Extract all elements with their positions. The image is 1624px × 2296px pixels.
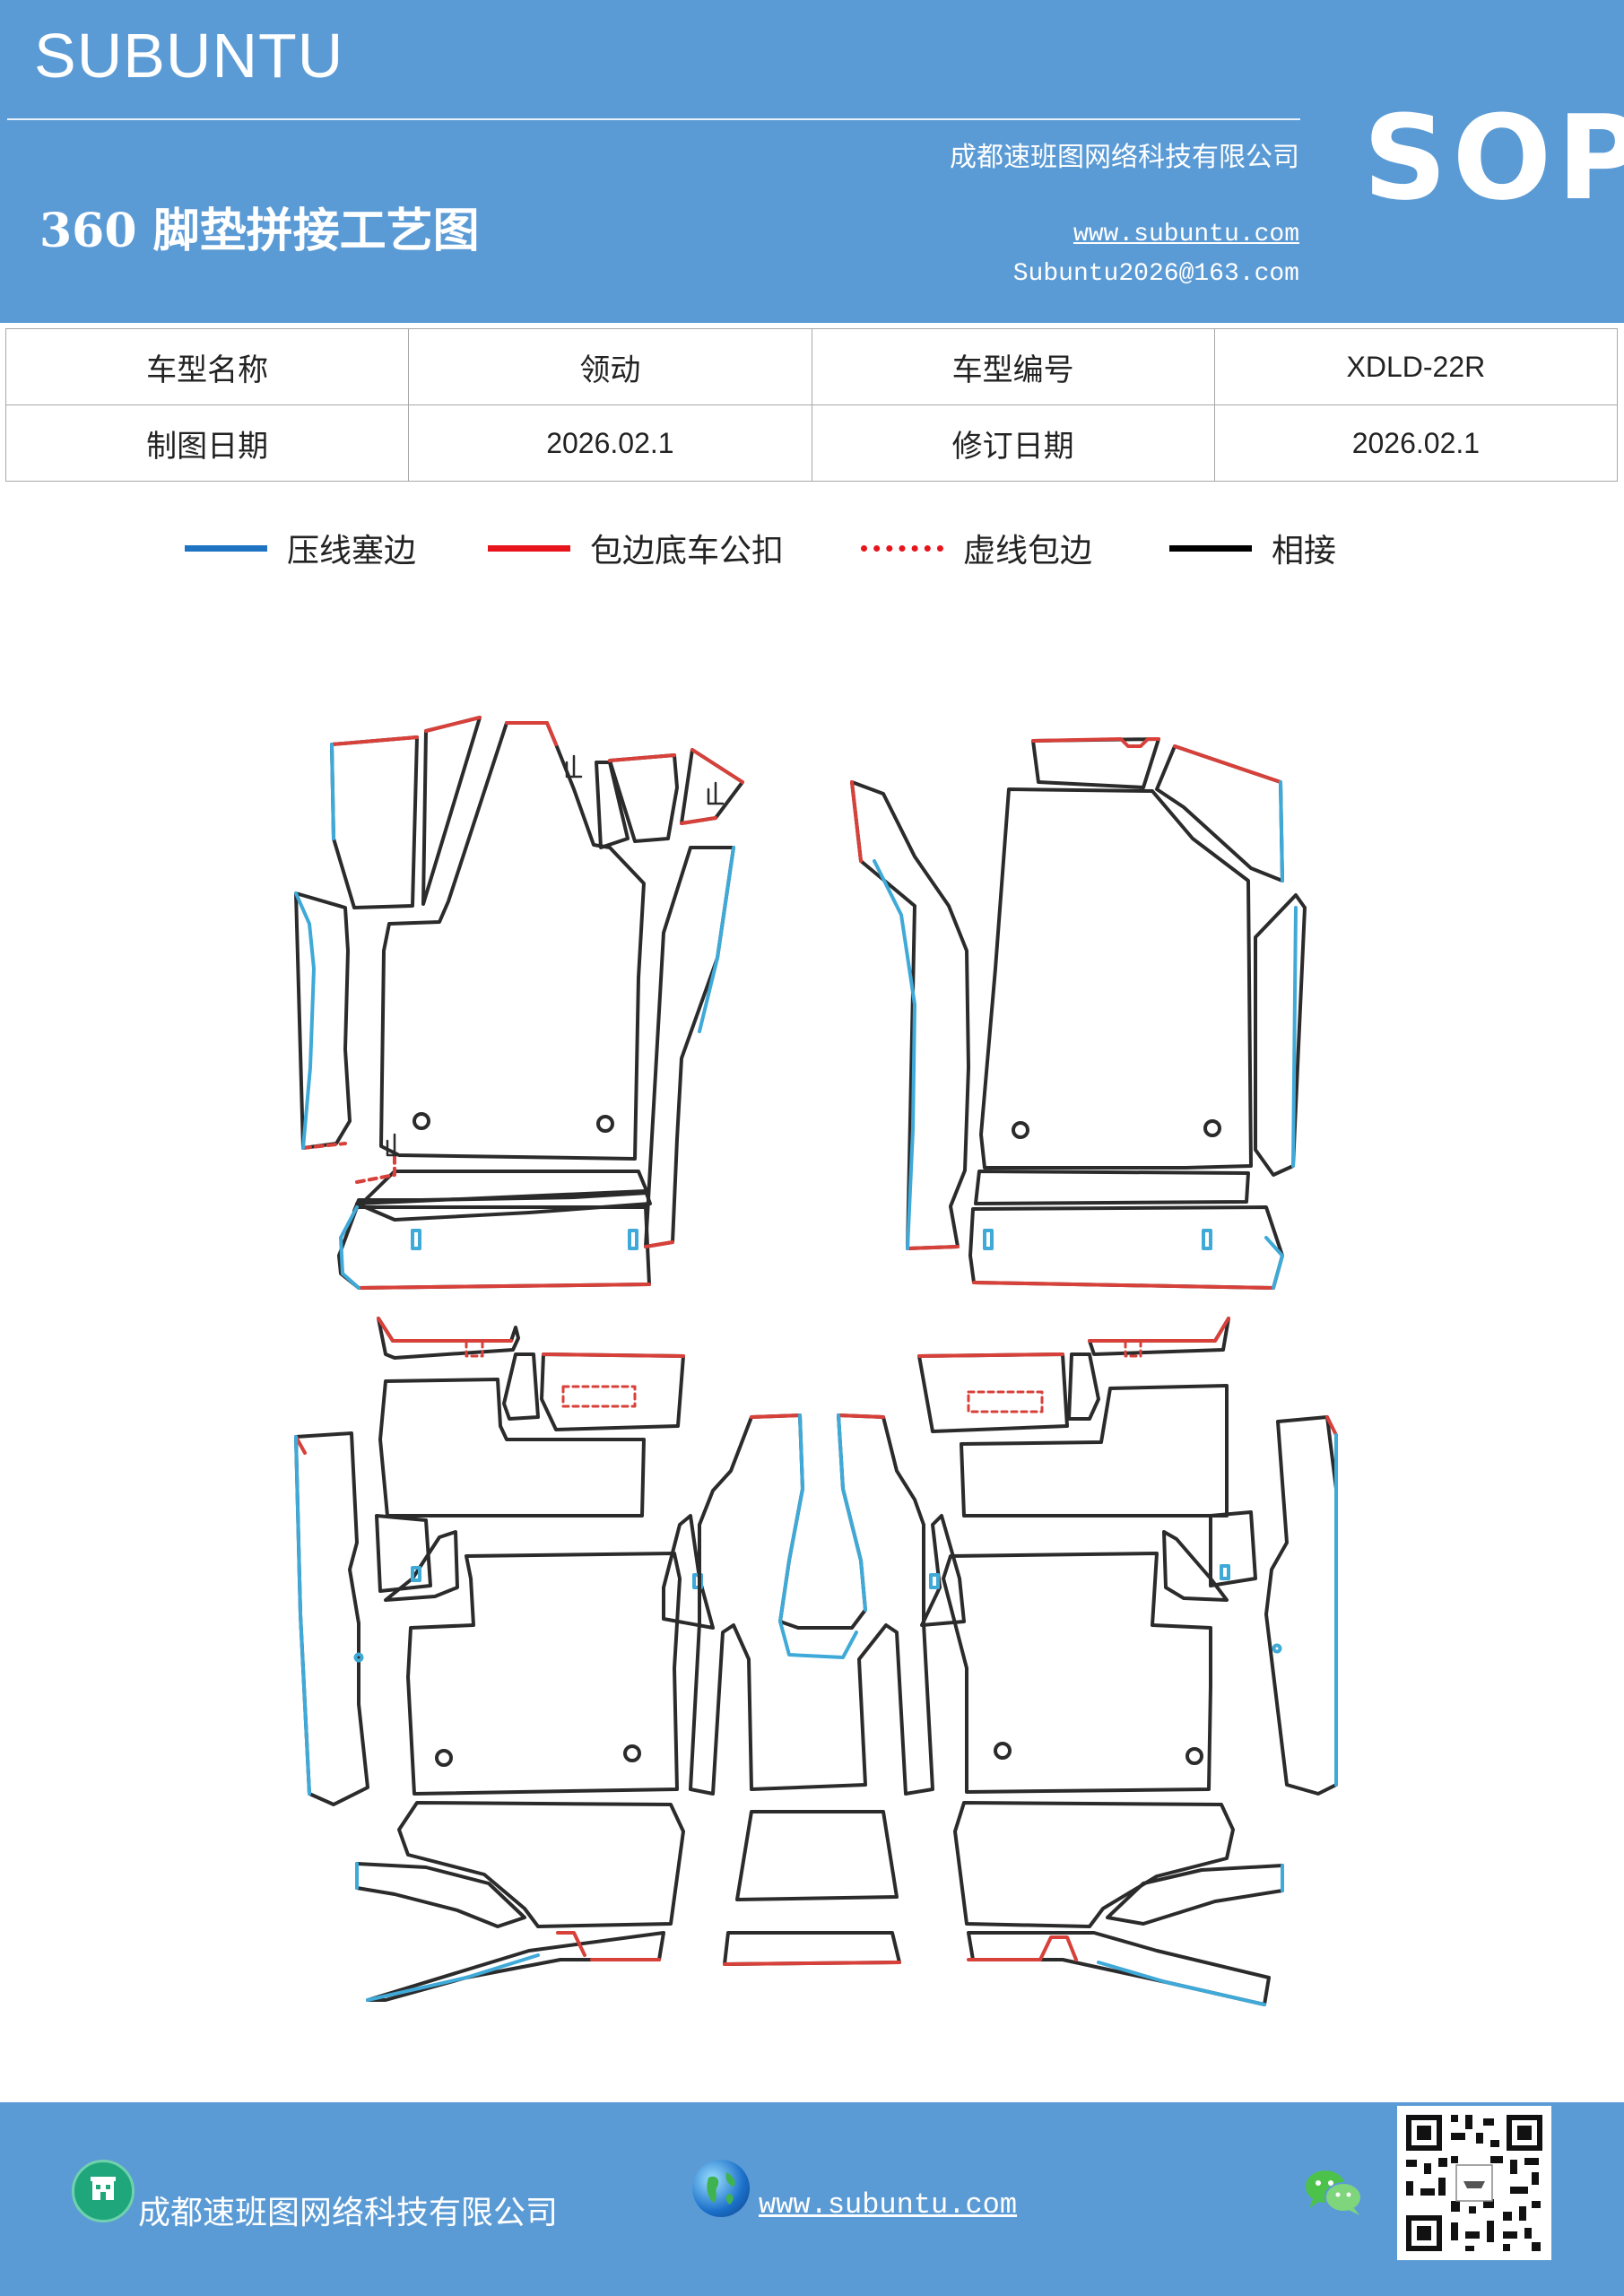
model-name-label: 车型名称 [4, 328, 410, 405]
qr-code[interactable] [1397, 2106, 1551, 2260]
legend-label: 相接 [1272, 533, 1337, 570]
table-row: 车型名称 领动 车型编号 XDLD-22R [4, 328, 1619, 405]
floor-mat-diagram [294, 716, 1338, 2006]
header-divider [7, 118, 1300, 120]
legend-item-hem-clip: 包边底车公扣 [488, 526, 784, 570]
line-legend: 压线塞边 包边底车公扣 虚线包边 相接 [0, 526, 1624, 570]
vehicle-info-table: 车型名称 领动 车型编号 XDLD-22R 制图日期 2026.02.1 修订日… [4, 328, 1619, 482]
mat-rear-center [689, 1413, 934, 1966]
wechat-icon[interactable] [1302, 2165, 1365, 2219]
footer-company-name: 成都速班图网络科技有限公司 [138, 2195, 559, 2231]
footer-website-link[interactable]: www.subuntu.com [759, 2188, 1018, 2222]
email-address: Subuntu2026@163.com [1012, 260, 1299, 288]
document-title: 360 脚垫拼接工艺图 [39, 204, 480, 258]
building-icon [72, 2160, 135, 2222]
revise-date-label: 修订日期 [811, 404, 1215, 482]
draw-date-value: 2026.02.1 [408, 404, 812, 482]
legend-label: 包边底车公扣 [590, 533, 785, 570]
model-name-value: 领动 [408, 328, 812, 405]
legend-swatch [185, 544, 267, 552]
legend-item-dotted-hem: 虚线包边 [861, 526, 1092, 570]
brand-name: SUBUNTU [34, 21, 344, 91]
mat-rear-right [917, 1317, 1338, 2006]
website-link[interactable]: www.subuntu.com [1073, 221, 1299, 248]
model-code-label: 车型编号 [811, 328, 1215, 405]
legend-swatch [861, 544, 943, 552]
table-row: 制图日期 2026.02.1 修订日期 2026.02.1 [4, 404, 1619, 482]
globe-icon [692, 2160, 750, 2217]
legend-label: 虚线包边 [963, 533, 1093, 570]
legend-swatch [488, 544, 570, 552]
revise-date-value: 2026.02.1 [1213, 404, 1619, 482]
mat-rear-left [294, 1317, 715, 2002]
legend-item-press-line: 压线塞边 [185, 526, 416, 570]
sop-badge: SOP [1363, 90, 1624, 226]
draw-date-label: 制图日期 [4, 404, 410, 482]
legend-item-joined: 相接 [1169, 526, 1336, 570]
legend-label: 压线塞边 [287, 533, 417, 570]
footer-banner: 成都速班图网络科技有限公司 www.subuntu.com [0, 2102, 1624, 2296]
mat-front-left [294, 716, 744, 1290]
company-name: 成都速班图网络科技有限公司 [950, 142, 1299, 173]
model-code-value: XDLD-22R [1213, 328, 1619, 405]
header-banner: SUBUNTU 成都速班图网络科技有限公司 360 脚垫拼接工艺图 www.su… [0, 0, 1624, 323]
legend-swatch [1169, 544, 1252, 552]
mat-front-right [850, 737, 1307, 1290]
